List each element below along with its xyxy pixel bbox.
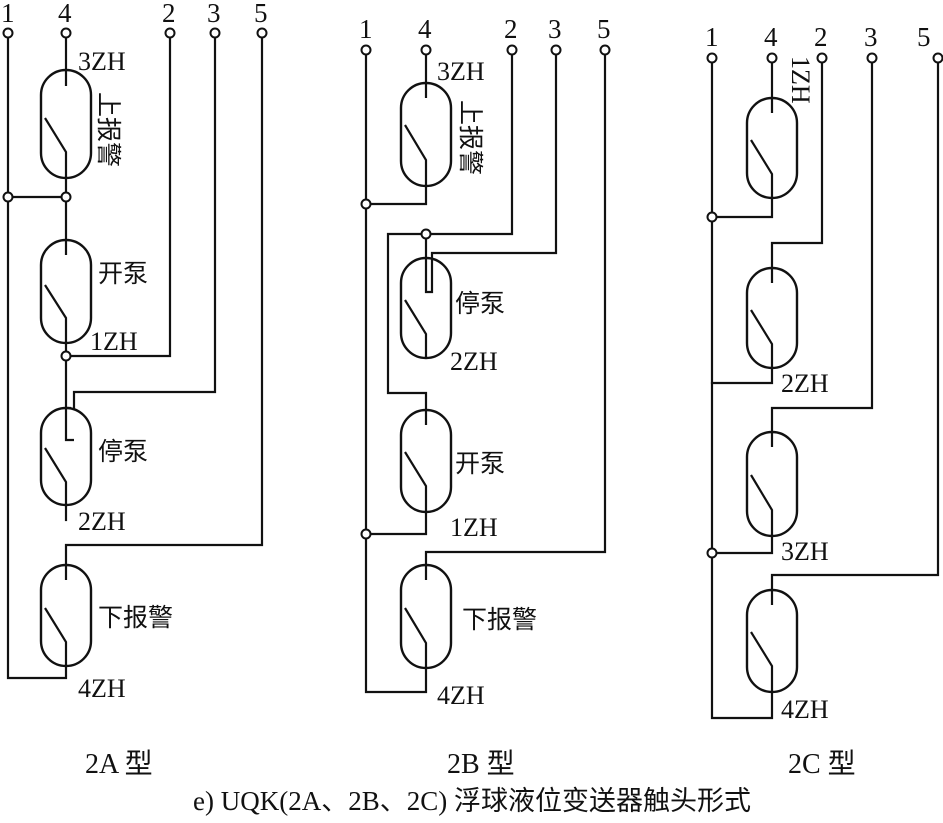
switch-2c-3zh-blade xyxy=(750,432,774,536)
switch-function: 开泵 xyxy=(98,259,148,288)
type-label: 2C 型 xyxy=(788,748,856,780)
terminal-label: 4 xyxy=(764,22,778,52)
switch-2c-1zh-blade xyxy=(750,98,774,198)
terminal-label: 2 xyxy=(504,14,518,44)
wire-2c-t2 xyxy=(770,56,824,270)
terminal-2a-4 xyxy=(60,27,72,39)
switch-2a-1zh-blade xyxy=(44,240,68,343)
wire-2b-t5 xyxy=(424,48,607,567)
switch-function: 停泵 xyxy=(98,437,148,466)
terminal-2a-1 xyxy=(2,27,14,39)
switch-code: 1ZH xyxy=(450,513,498,542)
node-2b-c xyxy=(360,528,372,540)
terminal-2b-4 xyxy=(420,44,432,56)
switch-code: 1ZH xyxy=(786,56,815,104)
switch-function: 开泵 xyxy=(455,449,505,478)
node-2a-c xyxy=(60,350,72,362)
node-2c-b xyxy=(706,547,718,559)
terminal-2c-1 xyxy=(706,52,718,64)
switch-code: 1ZH xyxy=(90,327,138,356)
switch-2b-3zh-blade xyxy=(404,83,428,186)
wire-2b-junction-2 xyxy=(364,510,428,536)
switch-code: 4ZH xyxy=(78,674,126,703)
terminal-2b-1 xyxy=(360,44,372,56)
diagram-2c: 1 4 2 3 5 1ZH 2ZH 3ZH 4ZH 2C 型 xyxy=(705,22,943,780)
switch-function: 上报警 xyxy=(94,92,123,167)
switch-function: 上报警 xyxy=(456,100,485,175)
terminal-label: 3 xyxy=(864,22,878,52)
terminal-label: 5 xyxy=(917,22,931,52)
terminal-2b-5 xyxy=(599,44,611,56)
switch-2a-3zh-blade xyxy=(44,70,68,178)
wire-2c-t3 xyxy=(770,56,874,434)
terminal-2c-5 xyxy=(932,52,943,64)
switch-code: 2ZH xyxy=(78,507,126,536)
switch-code: 3ZH xyxy=(781,537,829,566)
switch-2b-2zh-blade xyxy=(404,258,434,358)
terminal-2c-3 xyxy=(866,52,878,64)
type-label: 2B 型 xyxy=(447,748,515,780)
switch-2b-1zh-blade xyxy=(404,410,428,512)
terminal-2a-3 xyxy=(209,27,221,39)
wire-2b-t1 xyxy=(364,48,428,694)
node-2c-a xyxy=(706,211,718,223)
switch-code: 2ZH xyxy=(450,347,498,376)
terminal-label: 4 xyxy=(418,14,432,44)
node-2a-a xyxy=(2,191,14,203)
wire-2a-t5 xyxy=(64,31,264,567)
terminal-label: 2 xyxy=(162,0,176,28)
wire-2b-t2 xyxy=(386,48,514,412)
switch-2c-4zh-blade xyxy=(750,590,774,692)
wire-2c-t1 xyxy=(710,56,774,720)
switch-2a-2zh-blade xyxy=(44,447,68,505)
switch-code: 3ZH xyxy=(437,57,485,86)
terminal-2b-3 xyxy=(550,44,562,56)
terminal-2c-2 xyxy=(816,52,828,64)
wire-2a-junction-1 xyxy=(6,176,68,242)
switch-function: 下报警 xyxy=(462,605,537,634)
switch-2a-2zh-inner xyxy=(64,408,74,442)
terminal-2a-2 xyxy=(164,27,176,39)
switch-function: 下报警 xyxy=(98,603,173,632)
diagram-2a: 1 4 2 3 5 3ZH 上报警 1ZH 开泵 2ZH 停泵 4ZH 下报警 … xyxy=(1,0,268,780)
wire-2c-junction-1 xyxy=(710,196,774,219)
wire-2b-t3 xyxy=(430,48,558,260)
switch-2b-4zh-blade xyxy=(404,565,428,668)
terminal-label: 1 xyxy=(705,22,719,52)
switch-code: 4ZH xyxy=(781,695,829,724)
wire-2b-junction-1 xyxy=(364,184,428,206)
terminal-2b-2 xyxy=(506,44,518,56)
terminal-label: 1 xyxy=(359,14,373,44)
wire-2c-junction-2 xyxy=(710,366,774,385)
terminal-2a-5 xyxy=(256,27,268,39)
switch-code: 3ZH xyxy=(78,47,126,76)
wire-2c-junction-3 xyxy=(710,534,774,555)
figure-caption: e) UQK(2A、2B、2C) 浮球液位变送器触头形式 xyxy=(193,786,751,816)
terminal-label: 2 xyxy=(814,22,828,52)
switch-function: 停泵 xyxy=(455,289,505,318)
switch-2a-4zh-blade xyxy=(44,565,68,666)
switch-code: 4ZH xyxy=(437,681,485,710)
switch-2c-2zh-blade xyxy=(750,268,774,368)
terminal-label: 5 xyxy=(254,0,268,28)
type-label: 2A 型 xyxy=(85,748,153,780)
terminal-label: 3 xyxy=(207,0,221,28)
terminal-label: 3 xyxy=(548,14,562,44)
node-2a-b xyxy=(60,191,72,203)
diagram-2b: 1 4 2 3 5 3ZH 上报警 停泵 2ZH 开泵 1ZH 下报警 4ZH … xyxy=(359,14,611,780)
switch-code: 2ZH xyxy=(781,369,829,398)
node-2b-a xyxy=(360,198,372,210)
wire-2c-t5 xyxy=(770,56,940,592)
terminal-2c-4 xyxy=(766,52,778,64)
wire-2a-t1 xyxy=(6,31,68,680)
terminal-label: 5 xyxy=(597,14,611,44)
node-2b-b xyxy=(420,228,432,240)
terminal-label: 4 xyxy=(58,0,72,28)
terminal-label: 1 xyxy=(1,0,15,28)
